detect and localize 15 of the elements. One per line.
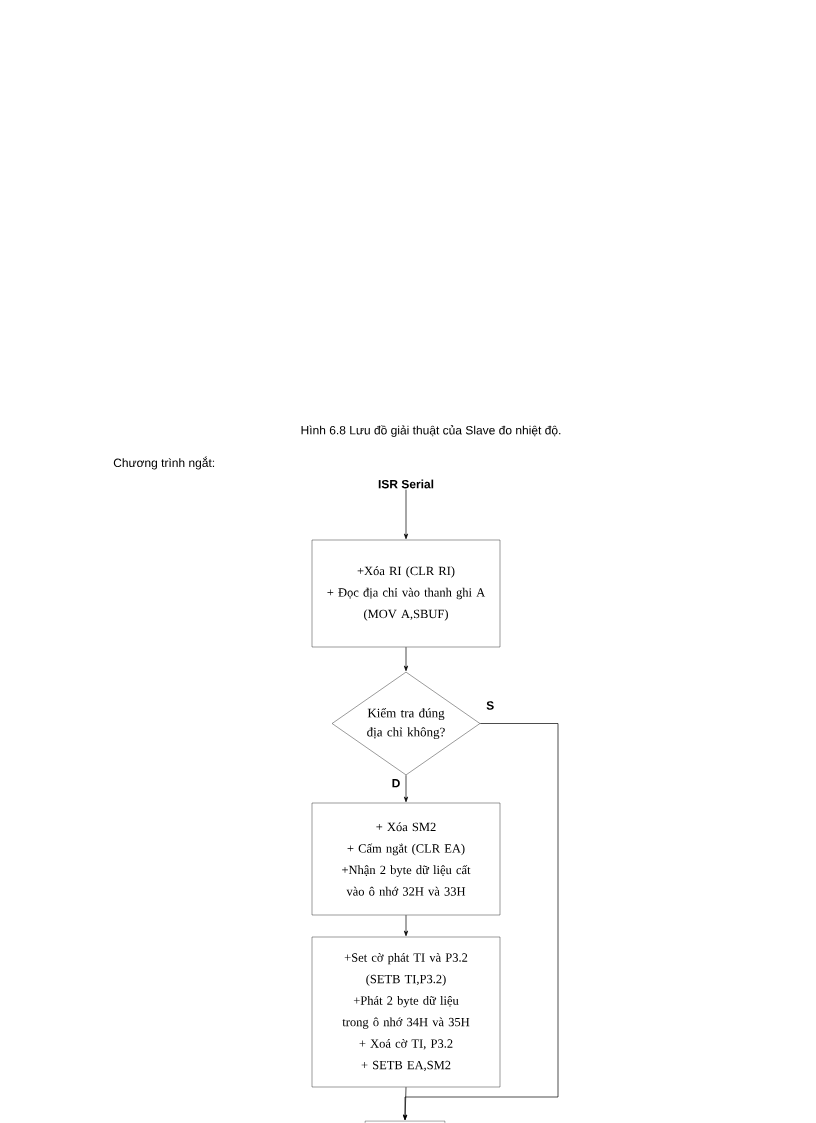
arrow xyxy=(403,914,409,937)
process-box: + Xóa SM2 + Cấm ngắt (CLR EA) +Nhận 2 byte dữ liệu cất vào ô nhớ 32H và 33H xyxy=(311,802,501,916)
arrow xyxy=(403,489,409,540)
process-box xyxy=(364,1120,446,1123)
arrow xyxy=(403,1086,408,1121)
start-label: ISR Serial xyxy=(378,479,434,489)
arrow xyxy=(402,723,559,1121)
process-box: +Xóa RI (CLR RI) + Đọc địa chỉ vào thanh ghi A (MOV A,SBUF) xyxy=(311,539,501,648)
arrow xyxy=(403,646,409,672)
edge-label: D xyxy=(390,778,402,789)
arrow xyxy=(403,774,409,803)
process-box: +Set cờ phát TI và P3.2 (SETB TI,P3.2) +Phát 2 byte dữ liệu trong ô nhớ 34H và 35H + Xoá cờ TI, P3.2 + SETB EA,SM2 xyxy=(311,936,501,1088)
edge-label: S xyxy=(485,700,496,711)
figure-caption: Hình 6.8 Lưu đồ giải thuật của Slave đo nhiệt độ. xyxy=(301,425,561,437)
section-label: Chương trình ngắt: xyxy=(113,456,215,470)
